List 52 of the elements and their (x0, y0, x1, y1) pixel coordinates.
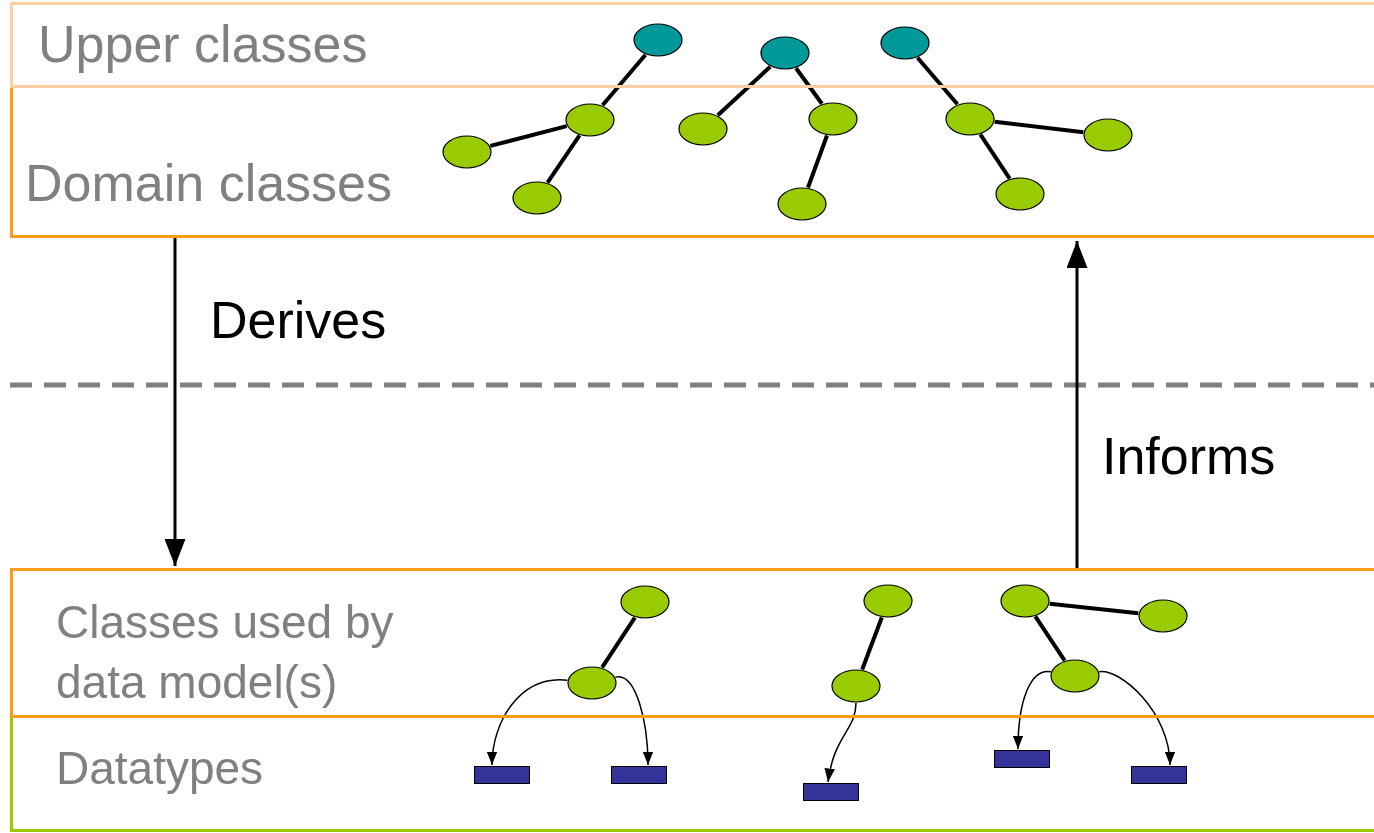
arrow (614, 676, 653, 766)
datatype-bar (994, 750, 1050, 768)
layer-band (10, 568, 1374, 718)
arrow (825, 702, 857, 783)
datatype-bar (803, 783, 859, 801)
tree-line (994, 119, 1084, 135)
tree-line (1049, 601, 1139, 616)
class-node (831, 669, 881, 703)
class-node (1050, 659, 1100, 693)
tree-line (545, 134, 582, 184)
tree-line (716, 65, 772, 117)
layer-label: Upper classes (38, 15, 369, 75)
class-node (808, 102, 858, 136)
tree-line (1033, 615, 1067, 662)
arrow (1066, 241, 1088, 568)
layer-band (10, 88, 1374, 238)
class-node (512, 181, 562, 215)
tree-line (601, 53, 647, 107)
class-node (620, 585, 670, 619)
tree-line (489, 124, 568, 148)
tree-line (978, 133, 1012, 180)
layer-label: Datatypes (56, 742, 265, 795)
layer-label: Classes used by data model(s) (56, 595, 395, 710)
layer-label: Domain classes (25, 154, 394, 214)
class-node (1000, 584, 1050, 618)
tree-line (916, 56, 959, 106)
class-node (863, 584, 913, 618)
arrow (1013, 670, 1052, 750)
tree-line (600, 616, 637, 669)
class-node (678, 112, 728, 146)
class-node (760, 36, 810, 70)
arrow (487, 679, 569, 766)
class-node (945, 102, 995, 136)
class-node (565, 103, 615, 137)
class-node (880, 26, 930, 60)
datatype-bar (474, 766, 530, 784)
class-node (1138, 599, 1188, 633)
layer-band (10, 2, 1374, 88)
class-node (633, 23, 683, 57)
arrow (164, 238, 186, 566)
class-node (777, 187, 827, 221)
tree-line (794, 67, 824, 105)
arrow (1098, 670, 1175, 766)
layer-band (10, 718, 1374, 832)
class-node (995, 177, 1045, 211)
datatype-bar (611, 766, 667, 784)
datatype-bar (1131, 766, 1187, 784)
class-node (442, 135, 492, 169)
tree-line (860, 616, 884, 671)
tree-line (806, 134, 829, 189)
class-node (567, 666, 617, 700)
class-node (1083, 118, 1133, 152)
